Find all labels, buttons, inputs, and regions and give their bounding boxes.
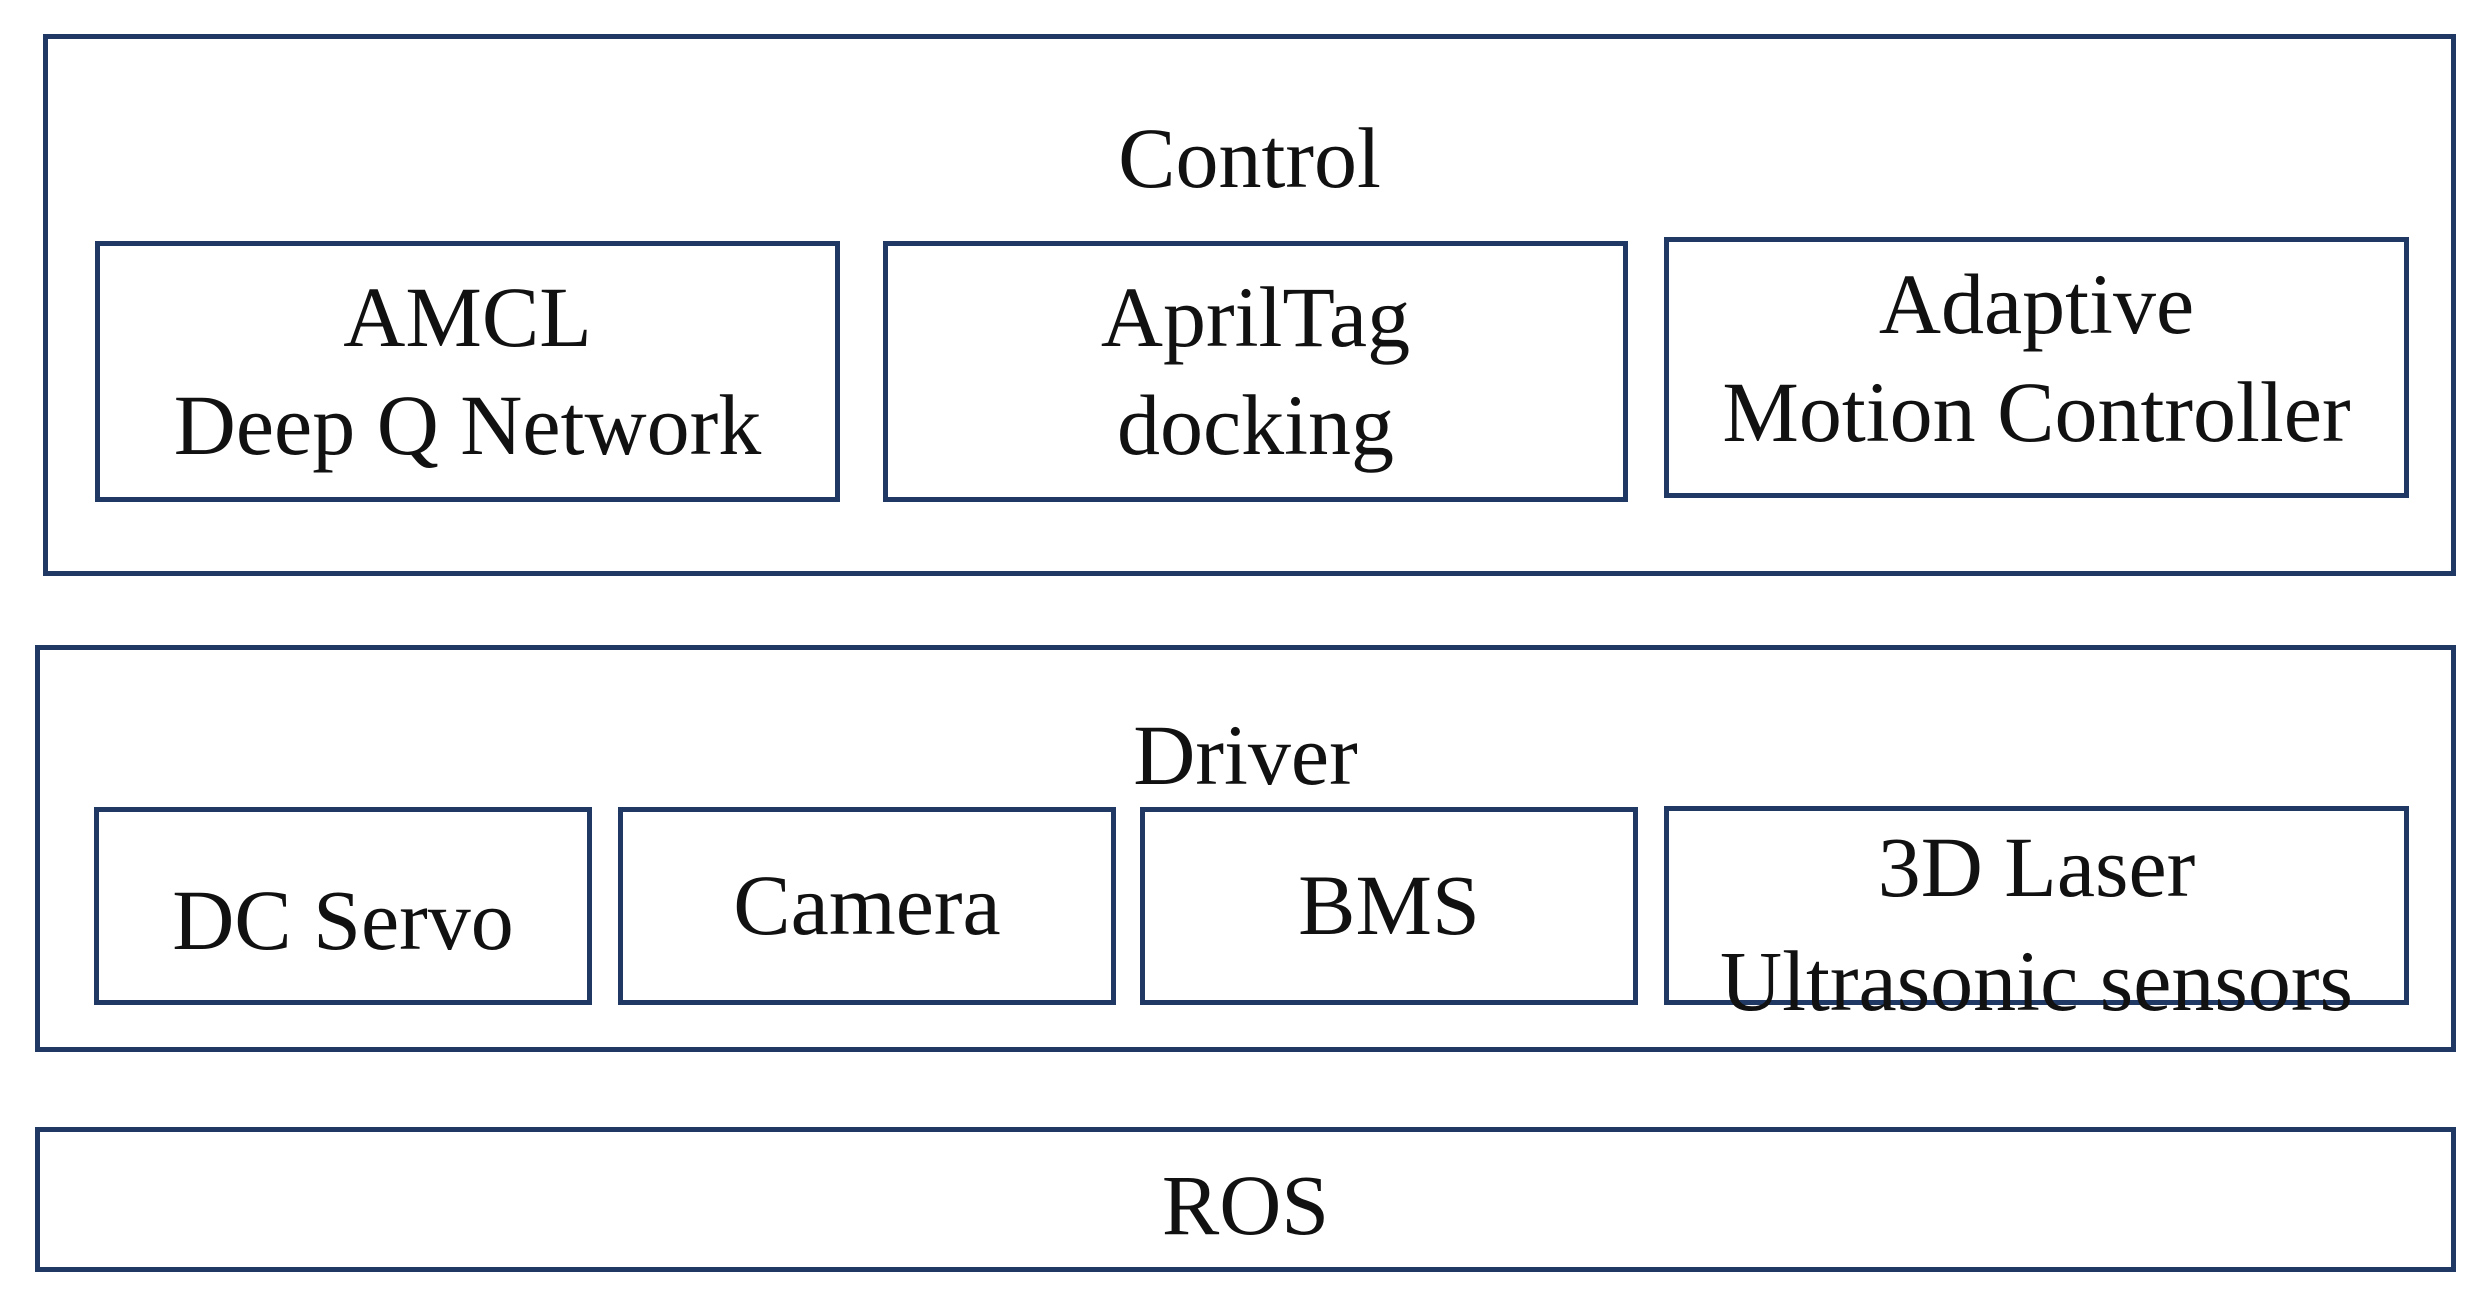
amcl-dqn-module: AMCL Deep Q Network (95, 241, 840, 502)
ros-layer-title: ROS (1161, 1157, 1330, 1253)
module-label-line: DC Servo (172, 872, 514, 969)
module-label-line: Ultrasonic sensors (1720, 932, 2353, 1029)
ros-layer: ROS (35, 1127, 2456, 1272)
adaptive-motion-controller-module: Adaptive Motion Controller (1664, 237, 2409, 498)
driver-layer-title: Driver (1133, 707, 1358, 803)
dc-servo-module: DC Servo (94, 807, 592, 1005)
module-label-line: 3D Laser (1877, 819, 2196, 915)
module-label-line: AprilTag (1100, 269, 1411, 365)
control-layer-title: Control (1118, 110, 1381, 206)
apriltag-docking-module: AprilTag docking (883, 241, 1628, 502)
module-label-line: AMCL (343, 269, 592, 365)
module-label-line: docking (1116, 376, 1395, 473)
module-label-line: Adaptive (1878, 256, 2195, 352)
module-label-line: Motion Controller (1722, 363, 2351, 460)
bms-module: BMS (1140, 807, 1638, 1005)
camera-module: Camera (618, 807, 1116, 1005)
laser-ultrasonic-module: 3D Laser Ultrasonic sensors (1664, 806, 2409, 1029)
module-label-line: Camera (733, 857, 1001, 954)
module-label-line: BMS (1298, 857, 1480, 954)
module-label-line: Deep Q Network (173, 376, 762, 473)
